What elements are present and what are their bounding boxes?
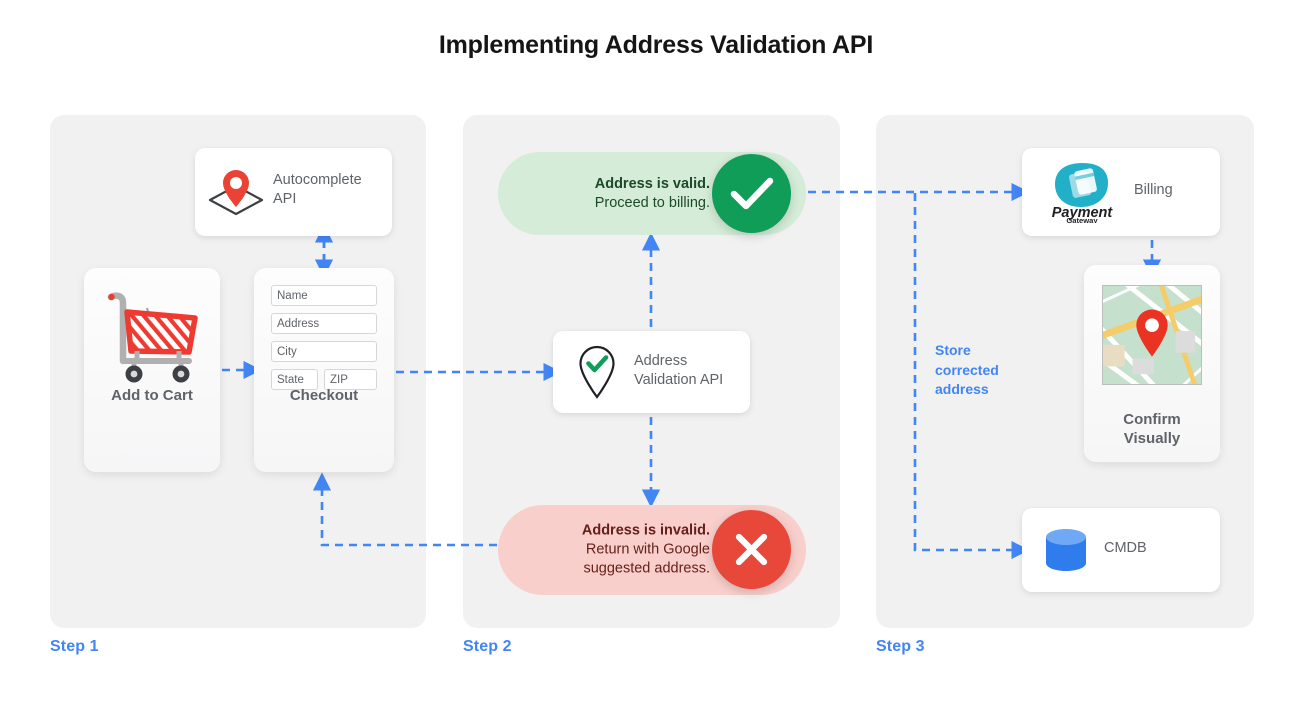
billing-label: Billing xyxy=(1134,182,1173,198)
store-note-line3: address xyxy=(935,381,989,397)
address-valid-text: Address is valid. Proceed to billing. xyxy=(595,175,710,213)
cmdb-card[interactable]: CMDB xyxy=(1022,508,1220,592)
add-to-cart-card[interactable]: Add to Cart xyxy=(84,268,220,472)
pin-check-icon xyxy=(579,345,615,399)
check-icon xyxy=(730,177,774,210)
name-field[interactable]: Name xyxy=(271,285,377,306)
svg-text:Payment: Payment xyxy=(1052,205,1114,221)
address-validation-api-card[interactable]: Address Validation API xyxy=(553,331,750,413)
store-note-line1: Store xyxy=(935,342,971,358)
invalid-badge xyxy=(712,510,791,589)
close-icon xyxy=(735,533,768,566)
address-valid-line1: Address is valid. xyxy=(594,175,710,192)
address-valid-line2: Proceed to billing. xyxy=(594,194,710,211)
step-2-label: Step 2 xyxy=(463,638,512,655)
store-note-line2: corrected xyxy=(935,361,999,378)
zip-field[interactable]: ZIP xyxy=(324,369,377,390)
valid-badge xyxy=(712,154,791,233)
svg-text:Gateway: Gateway xyxy=(1066,216,1098,223)
database-cylinder-icon xyxy=(1046,529,1086,571)
confirm-line2: Visually xyxy=(1123,430,1181,447)
confirm-line1: Confirm xyxy=(1123,411,1181,428)
address-validation-api-label: Address Validation API xyxy=(634,352,742,390)
validation-line1: Address xyxy=(634,353,688,369)
validation-line2: Validation API xyxy=(634,372,724,388)
autocomplete-api-label: Autocomplete API xyxy=(273,172,362,207)
address-invalid-line3: suggested address. xyxy=(583,560,710,577)
step-1-label: Step 1 xyxy=(50,638,99,655)
page-title: Implementing Address Validation API xyxy=(438,31,874,59)
step-3-label: Step 3 xyxy=(876,638,925,655)
autocomplete-api-card[interactable]: Autocomplete API xyxy=(195,148,392,236)
address-invalid-line1: Address is invalid. xyxy=(581,522,710,539)
store-corrected-address-note: Store corrected address xyxy=(935,341,1027,400)
address-field[interactable]: Address xyxy=(271,313,377,334)
confirm-visually-label: Confirm Visually xyxy=(1084,410,1220,448)
map-pin-diamond-icon xyxy=(208,170,264,216)
payment-gateway-logo: Payment Gateway xyxy=(1052,163,1114,223)
city-field[interactable]: City xyxy=(271,341,377,362)
shopping-cart-icon xyxy=(107,292,198,383)
add-to-cart-label: Add to Cart xyxy=(111,387,193,404)
address-invalid-text: Address is invalid. Return with Google s… xyxy=(582,522,710,579)
checkout-label: Checkout xyxy=(289,387,359,404)
state-field[interactable]: State xyxy=(271,369,318,390)
checkout-card[interactable]: Name Address City State ZIP Checkout xyxy=(254,268,394,472)
map-thumbnail-icon xyxy=(1102,285,1202,385)
billing-card[interactable]: Payment Gateway Billing xyxy=(1022,148,1220,236)
address-invalid-line2: Return with Google xyxy=(585,541,710,558)
cmdb-label: CMDB xyxy=(1104,540,1147,556)
confirm-visually-card[interactable]: Confirm Visually xyxy=(1084,265,1220,462)
